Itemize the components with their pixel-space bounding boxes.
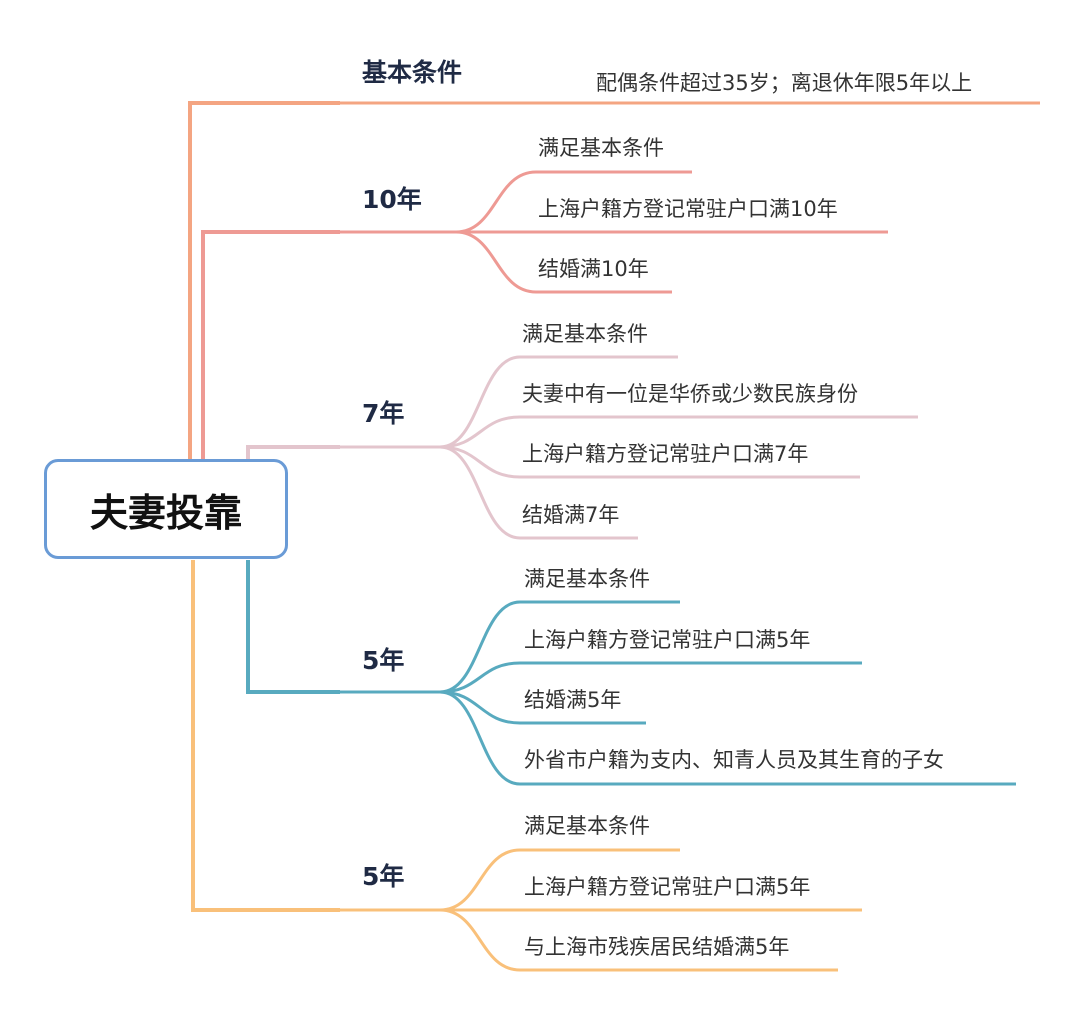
trunk-7 (246, 445, 340, 460)
link-7-1 (439, 355, 678, 449)
item-10-2: 上海户籍方登记常驻户口满10年 (538, 197, 838, 221)
link-5a-3 (439, 690, 646, 725)
link-10-1 (455, 170, 692, 234)
link-10-3 (455, 230, 672, 294)
link-7-2 (439, 415, 918, 449)
branch-label-5a: 5年 (362, 646, 405, 675)
link-5b-1 (439, 848, 680, 912)
item-10-3: 结婚满10年 (538, 257, 649, 281)
item-5a-2: 上海户籍方登记常驻户口满5年 (524, 628, 811, 652)
trunk-5a (246, 560, 340, 694)
link-5a-2 (439, 661, 862, 694)
branch-label-10: 10年 (362, 185, 422, 214)
branch-label-5b: 5年 (362, 862, 405, 891)
branch-label-basic: 基本条件 (362, 58, 463, 87)
item-5a-3: 结婚满5年 (524, 688, 622, 712)
item-7-1: 满足基本条件 (522, 322, 648, 346)
root-label: 夫妻投靠 (89, 490, 242, 535)
link-5a-1 (439, 600, 680, 694)
item-5a-1: 满足基本条件 (524, 567, 650, 591)
item-10-1: 满足基本条件 (538, 136, 664, 160)
link-7-4 (439, 445, 638, 540)
branch-label-7: 7年 (362, 399, 405, 428)
link-5b-3 (439, 908, 838, 972)
item-5b-1: 满足基本条件 (524, 814, 650, 838)
link-7-3 (439, 445, 860, 479)
item-7-2: 夫妻中有一位是华侨或少数民族身份 (522, 382, 858, 406)
item-basic-1: 配偶条件超过35岁；离退休年限5年以上 (596, 71, 973, 95)
link-5a-4 (439, 690, 1016, 786)
item-7-4: 结婚满7年 (522, 503, 620, 527)
trunk-5b (191, 560, 340, 912)
root-node: 夫妻投靠 (44, 459, 288, 559)
trunk-basic (188, 101, 340, 460)
item-7-3: 上海户籍方登记常驻户口满7年 (522, 442, 809, 466)
item-5b-2: 上海户籍方登记常驻户口满5年 (524, 875, 811, 899)
trunk-10 (201, 230, 340, 460)
item-5a-4: 外省市户籍为支内、知青人员及其生育的子女 (524, 748, 944, 772)
item-5b-3: 与上海市残疾居民结婚满5年 (524, 935, 790, 959)
